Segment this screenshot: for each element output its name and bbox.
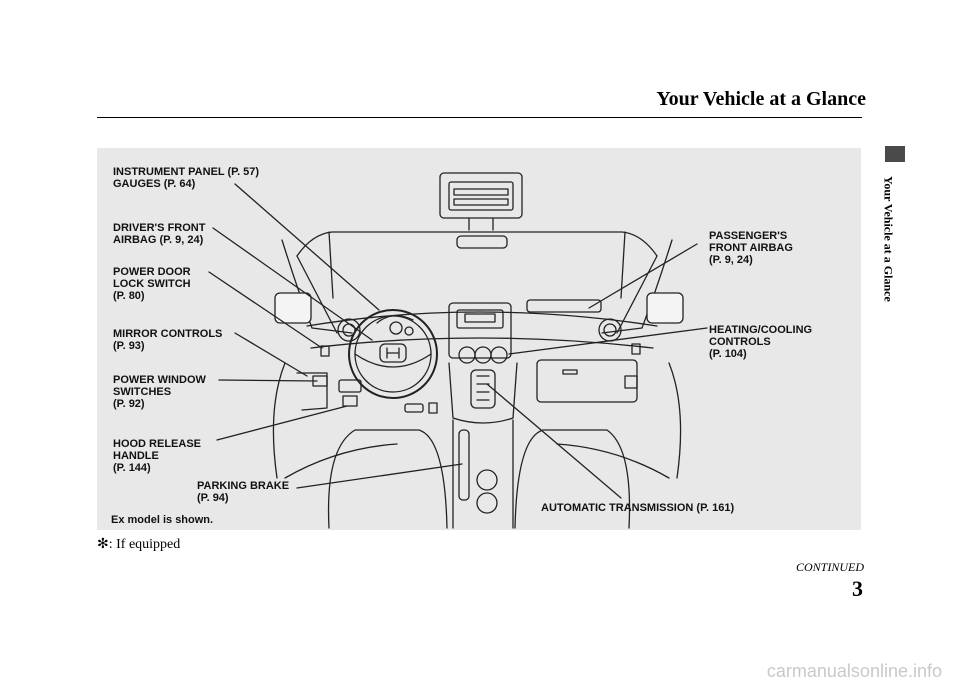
label-automatic-transmission: AUTOMATIC TRANSMISSION (P. 161) bbox=[541, 502, 735, 514]
label-hood-release: HOOD RELEASE HANDLE (P. 144) bbox=[113, 438, 202, 474]
label-parking-brake: PARKING BRAKE (P. 94) bbox=[197, 480, 290, 504]
label-drivers-front-airbag: DRIVER'S FRONT AIRBAG (P. 9, 24) bbox=[113, 222, 206, 246]
label-instrument-panel: INSTRUMENT PANEL (P. 57) GAUGES (P. 64) bbox=[113, 166, 260, 190]
label-power-window-switches: POWER WINDOW SWITCHES (P. 92) bbox=[113, 374, 206, 410]
continued-label: CONTINUED bbox=[795, 560, 864, 574]
section-tab-label: Your Vehicle at a Glance bbox=[881, 176, 896, 302]
header-rule bbox=[97, 117, 862, 118]
watermark: carmanualsonline.info bbox=[766, 661, 942, 681]
footnote: ✻: If equipped bbox=[97, 536, 180, 553]
model-note: Ex model is shown. bbox=[111, 514, 214, 526]
asterisk-icon: ✻ bbox=[97, 537, 109, 552]
dashboard-illustration bbox=[208, 172, 708, 529]
label-mirror-controls: MIRROR CONTROLS (P. 93) bbox=[113, 328, 223, 352]
label-passengers-front-airbag: PASSENGER'S FRONT AIRBAG (P. 9, 24) bbox=[709, 230, 793, 266]
label-heating-cooling-controls: HEATING/COOLING CONTROLS (P. 104) bbox=[709, 324, 813, 360]
label-power-door-lock: POWER DOOR LOCK SWITCH (P. 80) bbox=[113, 266, 191, 302]
dashboard-figure: INSTRUMENT PANEL (P. 57) GAUGES (P. 64) … bbox=[97, 148, 861, 530]
section-tab-marker bbox=[885, 146, 905, 162]
page-number: 3 bbox=[852, 576, 863, 601]
section-tab: Your Vehicle at a Glance bbox=[868, 176, 908, 356]
footnote-text: : If equipped bbox=[108, 537, 181, 552]
page-title: Your Vehicle at a Glance bbox=[656, 88, 866, 110]
